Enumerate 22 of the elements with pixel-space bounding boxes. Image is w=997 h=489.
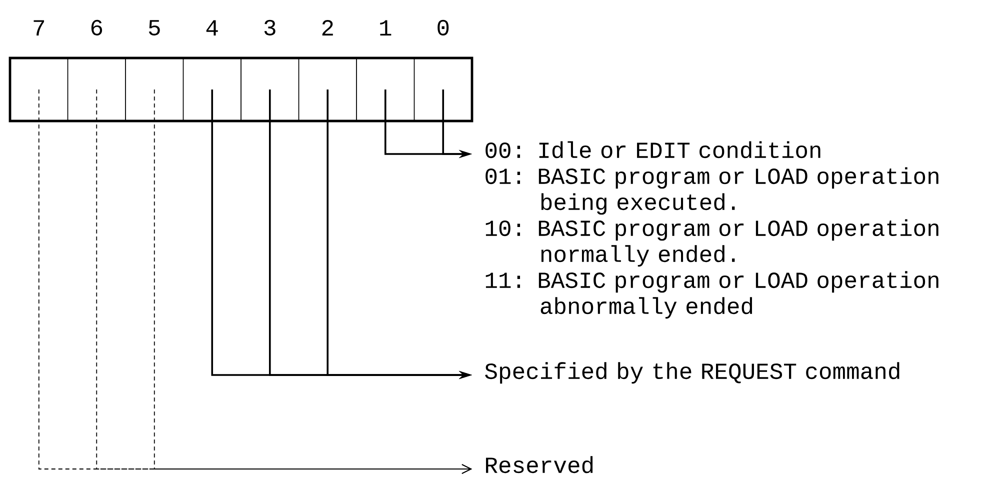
node-label: 6 [91,20,102,36]
description-text: 00: Idle or EDIT condition [486,141,820,158]
node-label: 2 [322,20,333,36]
bit-cell: 2 [298,20,357,122]
description-text: Specified by the REQUEST command [485,362,900,384]
node-label: 4 [206,20,218,36]
node-label: 1 [380,20,392,36]
description-text: 10: BASIC program or LOAD operation normally ended. [486,219,938,267]
node-label: 3 [264,20,276,36]
bit-cell: 5 [125,20,184,122]
arrow [154,89,472,474]
node-label: 7 [34,20,44,36]
description-text: 01: BASIC program or LOAD operation being executed. [486,167,938,215]
bit-cell: 0 [414,20,472,122]
bit-cell: 4 [182,20,242,122]
node-label: 0 [438,20,449,36]
bit-cell: 1 [356,20,415,122]
description-text: Reserved [486,456,593,474]
node-label: 5 [148,20,160,36]
description-text: 11: BASIC program or LOAD operation abnormally ended [486,271,938,319]
bit-cell: 6 [67,20,126,122]
bit-cell: 3 [240,20,300,122]
